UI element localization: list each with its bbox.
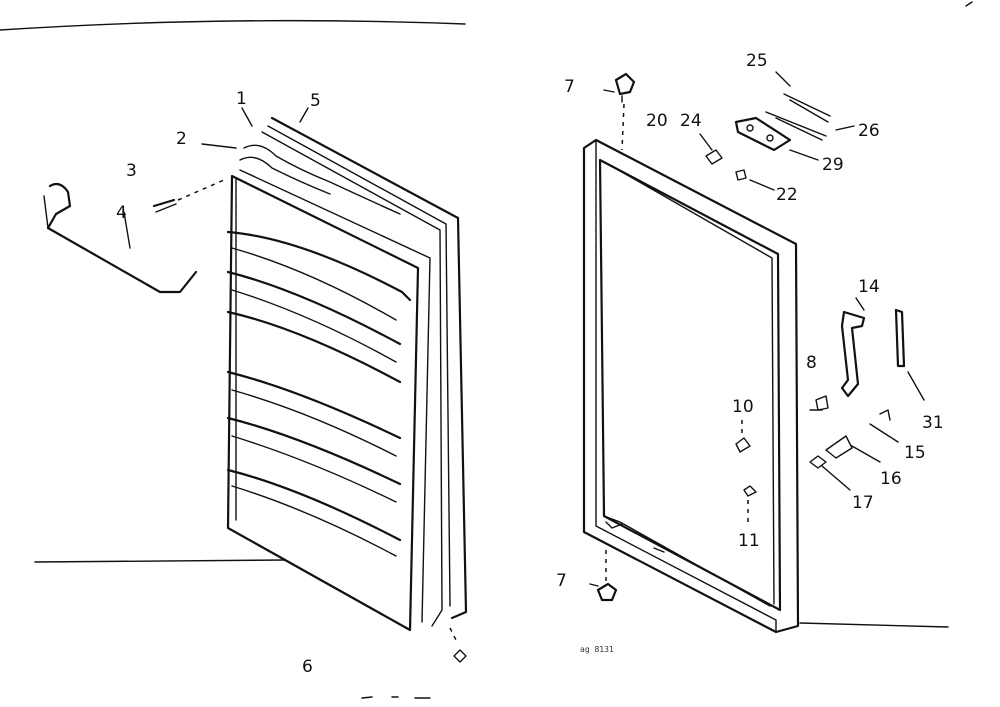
label-7-top: 7 <box>564 77 575 97</box>
label-2: 2 <box>176 129 187 149</box>
label-1: 1 <box>236 89 247 109</box>
label-6: 6 <box>302 657 313 677</box>
label-16: 16 <box>880 469 902 489</box>
label-26: 26 <box>858 121 880 141</box>
label-24: 24 <box>680 111 702 131</box>
label-25: 25 <box>746 51 768 71</box>
part-7-bottom-stud <box>589 550 618 602</box>
label-20: 20 <box>646 111 668 131</box>
label-29: 29 <box>822 155 844 175</box>
part-3-screw <box>152 179 225 213</box>
label-14: 14 <box>858 277 880 297</box>
inner-door-panel-assembly <box>226 116 468 663</box>
hinge-parts-top <box>699 71 855 191</box>
label-22: 22 <box>776 185 798 205</box>
scan-lines <box>0 1 973 699</box>
label-15: 15 <box>904 443 926 463</box>
drawing-code: ag 8131 <box>580 645 614 654</box>
leaders-left <box>123 107 309 249</box>
label-7-bottom: 7 <box>556 571 567 591</box>
label-4: 4 <box>116 203 127 223</box>
label-5: 5 <box>310 91 321 111</box>
hinge-parts-side <box>809 297 925 491</box>
label-31: 31 <box>922 413 944 433</box>
outer-door-frame <box>582 138 800 634</box>
small-parts-10-11 <box>735 420 757 524</box>
label-11: 11 <box>738 531 760 551</box>
label-8: 8 <box>806 353 817 373</box>
part-labels: 1 5 2 3 4 6 7 7 8 10 11 14 15 16 17 20 2… <box>116 51 944 677</box>
label-10: 10 <box>732 397 754 417</box>
label-3: 3 <box>126 161 137 181</box>
label-17: 17 <box>852 493 874 513</box>
part-7-top-stud <box>603 72 636 151</box>
part-4-rod <box>43 182 198 294</box>
